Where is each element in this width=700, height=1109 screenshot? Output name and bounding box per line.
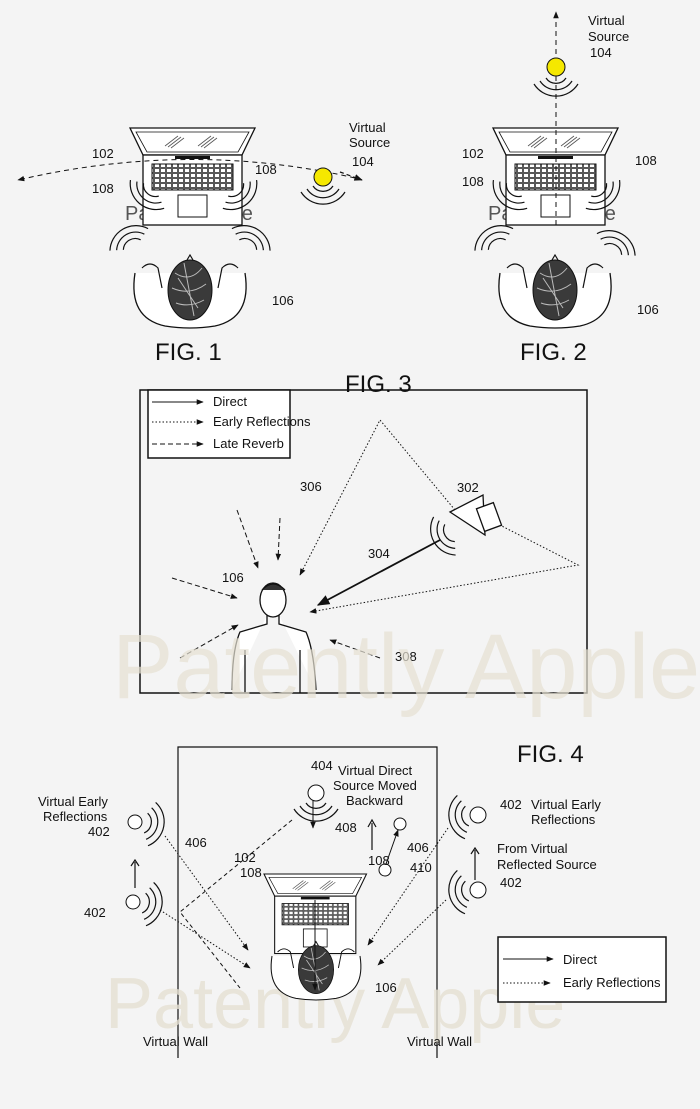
figure-title: FIG. 1 [155,339,222,366]
legend-direct: Direct [563,952,597,967]
figure-3: FIG. 3 Direct Early Reflections Late Rev… [112,371,700,718]
label: Source [588,29,629,44]
sound-waves-icon [293,802,339,822]
ref-404: 404 [311,758,333,773]
up-arrow-icon [367,818,377,850]
label: Backward [346,793,403,808]
ref-410: 410 [410,860,432,875]
up-arrow-icon [130,858,140,888]
figure-title: FIG. 3 [345,371,412,398]
legend-direct: Direct [213,394,247,409]
figure-title: FIG. 4 [517,741,584,768]
legend-early-reflections: Early Reflections [563,975,661,990]
speaker-icon [422,493,503,562]
label: Source Moved [333,778,417,793]
legend: Direct Early Reflections [497,936,667,1003]
ref-402: 402 [88,824,110,839]
label: Reflected Source [497,857,597,872]
sound-waves-icon [300,185,346,205]
ref-108: 108 [635,153,657,168]
ref-104: 104 [590,45,612,60]
label: Virtual [349,120,386,135]
figure-2: Virtual Source 104 102 108 108 106 FIG. … [462,11,659,366]
ref-108: 108 [240,865,262,880]
ref-104: 104 [352,154,374,169]
label: Reflections [43,809,108,824]
ref-108: 108 [368,853,390,868]
virtual-early-reflection-icon [125,894,141,910]
virtual-wall-left-label: Virtual Wall [143,1034,208,1049]
ref-402: 402 [84,905,106,920]
label: Virtual Direct [338,763,413,778]
virtual-source-icon [313,167,333,187]
ref-102: 102 [462,146,484,161]
ref-108: 108 [462,174,484,189]
ref-106: 106 [222,570,244,585]
figure-4: FIG. 4 Patently Apple [38,741,667,1058]
ref-406: 406 [407,840,429,855]
ref-304: 304 [368,546,390,561]
label: Reflections [531,812,596,827]
label: Source [349,135,390,150]
ref-306: 306 [300,479,322,494]
figure-title: FIG. 2 [520,339,587,366]
label: From Virtual [497,841,568,856]
legend-late-reverb: Late Reverb [213,436,284,451]
figure-1: Virtual Source 104 102 108 108 106 FIG. … [17,120,390,366]
ref-106: 106 [272,293,294,308]
legend-early-reflections: Early Reflections [213,414,311,429]
early-reflection-ray [299,419,456,576]
listener-head-icon [498,254,612,329]
virtual-early-reflection-icon [469,881,487,899]
listener-head-icon [133,254,247,329]
label: Virtual Early [531,797,601,812]
ref-402: 402 [500,875,522,890]
virtual-wall-right-label: Virtual Wall [407,1034,472,1049]
ref-308: 308 [395,649,417,664]
sound-waves-icon [593,222,642,262]
ref-102: 102 [92,146,114,161]
virtual-early-reflection-icon [469,806,487,824]
ref-106: 106 [637,302,659,317]
ref-402: 402 [500,797,522,812]
legend: Direct Early Reflections Late Reverb [147,389,311,459]
ref-106: 106 [375,980,397,995]
early-reflection-ray [309,519,580,614]
ref-108: 108 [92,181,114,196]
ref-108: 108 [255,162,277,177]
virtual-walls [177,746,438,1058]
ref-302: 302 [457,480,479,495]
ref-406: 406 [185,835,207,850]
virtual-source-icon [546,57,566,77]
watermark-fig3: Patently Apple [112,616,700,718]
direct-ray [316,539,441,606]
room-boundary [139,389,588,694]
ref-102: 102 [234,850,256,865]
virtual-direct-source-icon [307,784,325,802]
virtual-early-reflection-icon [127,814,143,830]
late-reverb-rays [171,509,381,659]
label: Virtual [588,13,625,28]
laptop-icon [129,127,256,226]
ref-408: 408 [335,820,357,835]
up-arrow-icon [470,846,480,880]
label: Virtual Early [38,794,108,809]
person-icon [231,582,317,693]
